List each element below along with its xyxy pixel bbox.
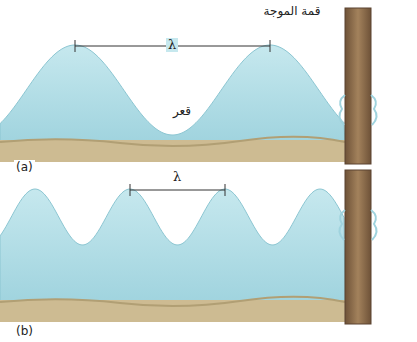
splash	[339, 210, 376, 240]
wavelength-symbol: λ	[166, 38, 178, 52]
wooden-post	[345, 8, 371, 164]
trough-label: قعر	[171, 104, 193, 118]
wavelength-tick	[270, 40, 271, 52]
panel-letter: (a)	[14, 160, 35, 174]
wooden-post	[345, 170, 371, 324]
wavelength-tick	[130, 184, 131, 196]
water-wave	[0, 189, 345, 305]
wavelength-tick	[75, 40, 76, 52]
wavelength-tick	[225, 184, 226, 196]
sea-floor	[0, 140, 345, 162]
floor-edge	[0, 297, 345, 306]
wavelength-line	[130, 190, 225, 191]
crest-label: قمة الموجة	[262, 4, 323, 18]
floor-edge	[0, 137, 345, 146]
wavelength-symbol: λ	[171, 170, 183, 184]
sea-floor	[0, 300, 345, 322]
panel-letter: (b)	[14, 324, 35, 338]
splash	[339, 95, 376, 125]
water-wave	[0, 45, 345, 145]
